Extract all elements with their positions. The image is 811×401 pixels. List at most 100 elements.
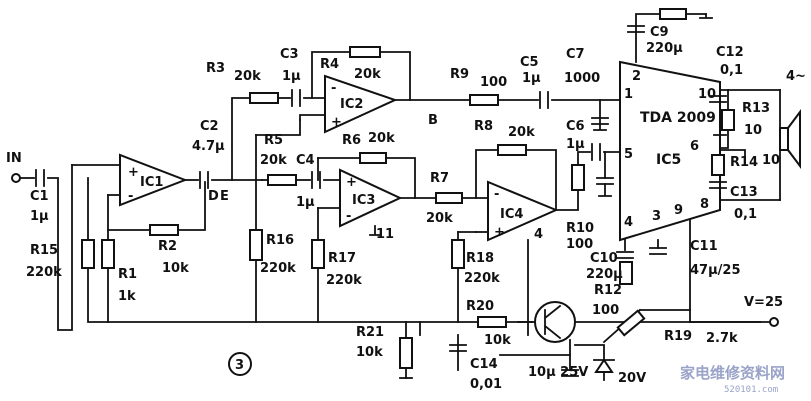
capacitors bbox=[35, 25, 727, 377]
component-label: + bbox=[346, 175, 357, 190]
r18-symbol bbox=[451, 239, 465, 269]
component-label: 9 bbox=[674, 203, 683, 218]
r1-symbol bbox=[101, 239, 115, 269]
input-terminal bbox=[11, 173, 21, 183]
ic1: +- IC1 bbox=[119, 153, 188, 207]
r19-symbol bbox=[616, 309, 646, 337]
component-label: 5 bbox=[624, 147, 633, 162]
component-label: R1 bbox=[118, 267, 137, 282]
input-label: IN bbox=[6, 151, 22, 166]
component-label: 20k bbox=[354, 67, 381, 82]
r20-symbol bbox=[477, 316, 507, 328]
component-label: IC2 bbox=[340, 97, 363, 112]
component-label: B bbox=[428, 113, 438, 128]
c12-symbol bbox=[709, 95, 727, 103]
component-label: 4.7μ bbox=[192, 139, 225, 154]
component-label: 220μ bbox=[646, 41, 683, 56]
component-label: R8 bbox=[474, 119, 493, 134]
component-label: - bbox=[331, 81, 336, 96]
ic5-tda2009: TDA 2009 IC5 1 2 3 4 5 6 8 9 10 bbox=[619, 60, 721, 242]
component-label: 6 bbox=[690, 139, 699, 154]
component-label: 11 bbox=[376, 227, 394, 242]
component-label: 20k bbox=[508, 125, 535, 140]
component-label: 1μ bbox=[30, 209, 49, 224]
component-label: 0,1 bbox=[734, 207, 757, 222]
component-label: 100 bbox=[592, 303, 619, 318]
zener-diode bbox=[593, 358, 615, 381]
r2-symbol bbox=[149, 224, 179, 236]
component-label: E bbox=[220, 189, 229, 204]
component-label: R16 bbox=[266, 233, 294, 248]
supply-terminal bbox=[769, 317, 779, 327]
component-label: 220k bbox=[464, 271, 500, 286]
component-label: 0,1 bbox=[720, 63, 743, 78]
c1-symbol bbox=[35, 169, 45, 187]
component-label: 3 bbox=[652, 209, 661, 224]
r8-symbol bbox=[497, 144, 527, 156]
resistors bbox=[81, 8, 735, 369]
component-label: R12 bbox=[594, 283, 622, 298]
component-label: C2 bbox=[200, 119, 219, 134]
figure-number-circle bbox=[228, 352, 252, 376]
component-label: R10 bbox=[566, 221, 594, 236]
r15-symbol bbox=[81, 239, 95, 269]
component-label: 0,01 bbox=[470, 377, 502, 392]
component-label: R7 bbox=[430, 171, 449, 186]
component-label: R4 bbox=[320, 57, 339, 72]
component-label: - bbox=[494, 187, 499, 202]
ic3: +- IC3 bbox=[339, 168, 403, 228]
r-top-symbol bbox=[659, 8, 687, 20]
component-label: C12 bbox=[716, 45, 744, 60]
component-label: + bbox=[494, 225, 505, 240]
component-label: 20k bbox=[368, 131, 395, 146]
component-label: TDA 2009 bbox=[640, 110, 716, 126]
component-label: R14 bbox=[730, 155, 758, 170]
component-label: 10k bbox=[162, 261, 189, 276]
c6-symbol bbox=[591, 143, 601, 161]
component-label: 10k bbox=[356, 345, 383, 360]
component-label: C9 bbox=[650, 25, 669, 40]
c14-symbol bbox=[449, 344, 467, 352]
component-label: 4~ 8Ω bbox=[786, 69, 811, 84]
c9-symbol bbox=[627, 25, 645, 33]
component-label: 1μ bbox=[296, 195, 315, 210]
component-label: R9 bbox=[450, 67, 469, 82]
component-label: 1μ bbox=[566, 137, 585, 152]
component-label: C6 bbox=[566, 119, 585, 134]
r9-symbol bbox=[469, 94, 499, 106]
r3-symbol bbox=[249, 92, 279, 104]
r4-symbol bbox=[349, 46, 381, 58]
component-label: 10k bbox=[484, 333, 511, 348]
component-label: R21 bbox=[356, 325, 384, 340]
c15-symbol bbox=[561, 369, 579, 377]
r10-symbol bbox=[571, 164, 585, 191]
component-label: R18 bbox=[466, 251, 494, 266]
component-label: + bbox=[128, 165, 139, 180]
component-label: 20k bbox=[234, 69, 261, 84]
component-label: IC3 bbox=[352, 193, 375, 208]
component-label: 8 bbox=[700, 197, 709, 212]
component-label: C3 bbox=[280, 47, 299, 62]
component-label: IC5 bbox=[656, 152, 681, 168]
c3-symbol bbox=[291, 89, 301, 107]
component-label: 2 bbox=[632, 69, 641, 84]
component-label: C5 bbox=[520, 55, 539, 70]
r6-symbol bbox=[359, 152, 387, 164]
c11-symbol bbox=[649, 247, 667, 255]
component-label: R20 bbox=[466, 299, 494, 314]
component-label: 3 bbox=[235, 358, 244, 373]
component-label: R3 bbox=[206, 61, 225, 76]
c13-symbol bbox=[709, 181, 727, 189]
component-label: 220μ bbox=[586, 267, 623, 282]
component-label: 1000 bbox=[564, 71, 600, 86]
transistor bbox=[534, 301, 576, 343]
component-label: 1μ bbox=[282, 69, 301, 84]
ic4: - + IC4 bbox=[487, 180, 559, 242]
component-label: + bbox=[331, 115, 342, 130]
component-label: R13 bbox=[742, 101, 770, 116]
component-label: 220k bbox=[260, 261, 296, 276]
component-label: IC4 bbox=[500, 207, 523, 222]
component-label: R5 bbox=[264, 133, 283, 148]
